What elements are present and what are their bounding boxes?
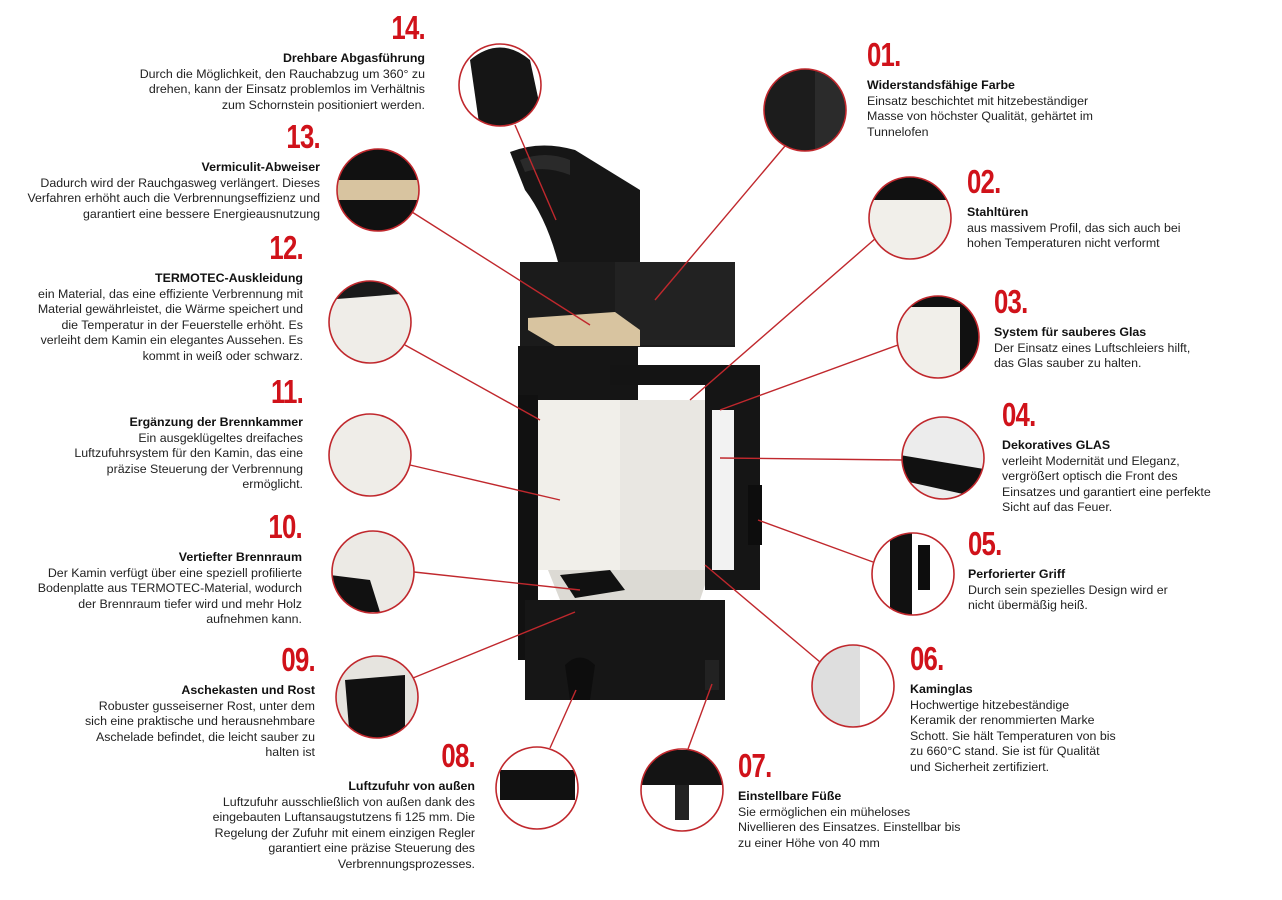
feature-13: 13. Vermiculit-Abweiser Dadurch wird der… <box>27 118 321 222</box>
feature-number: 07. <box>738 747 772 784</box>
feature-title: Luftzufuhr von außen <box>348 779 475 793</box>
feature-title: Vermiculit-Abweiser <box>201 160 320 174</box>
feature-number: 08. <box>441 737 476 774</box>
feature-04: 04. Dekoratives GLAS verleiht Modernität… <box>1002 396 1211 516</box>
feature-title: Perforierter Griff <box>968 567 1066 581</box>
feature-title: TERMOTEC-Auskleidung <box>155 271 303 285</box>
detail-clean-glass <box>897 296 979 378</box>
feature-description: Dadurch wird der Rauchgasweg verlängert.… <box>27 175 320 221</box>
feature-number: 09. <box>281 641 316 678</box>
detail-baffle <box>337 149 419 231</box>
feature-title: Drehbare Abgasführung <box>282 51 425 65</box>
ash-box <box>525 600 725 700</box>
feature-title: Aschekasten und Rost <box>181 683 315 697</box>
feature-description: aus massivem Profil, das sich auch bei h… <box>967 220 1181 251</box>
feature-number: 11. <box>270 373 304 410</box>
feature-number: 04. <box>1002 396 1036 433</box>
feature-number: 05. <box>968 525 1002 562</box>
feature-05: 05. Perforierter Griff Durch sein spezie… <box>968 525 1168 614</box>
feature-11: 11. Ergänzung der Brennkammer Ein ausgek… <box>74 373 304 493</box>
feature-03: 03. System für sauberes Glas Der Einsatz… <box>994 283 1191 372</box>
feature-07: 07. Einstellbare Füße Sie ermöglichen ei… <box>738 747 961 851</box>
feature-12: 12. TERMOTEC-Auskleidung ein Material, d… <box>37 229 304 365</box>
feature-number: 06. <box>910 640 944 677</box>
detail-handle <box>872 533 954 615</box>
feature-number: 12. <box>269 229 304 266</box>
handle <box>748 485 762 545</box>
foot <box>705 660 719 690</box>
fireplace-insert <box>510 145 762 700</box>
feature-description: Ein ausgeklügeltes dreifaches Luftzufuhr… <box>74 430 303 492</box>
feature-title: Einstellbare Füße <box>738 789 842 803</box>
detail-air-intake <box>496 747 578 829</box>
flue-pipe <box>510 145 640 270</box>
detail-feet <box>641 749 723 831</box>
feature-10: 10. Vertiefter Brennraum Der Kamin verfü… <box>37 508 303 628</box>
side-wall <box>518 395 538 660</box>
feature-number: 10. <box>268 508 303 545</box>
detail-flue <box>459 44 541 126</box>
feature-number: 13. <box>286 118 321 155</box>
detail-steel-door <box>869 177 951 259</box>
grate <box>560 570 625 598</box>
feature-description: Luftzufuhr ausschließlich von außen dank… <box>212 794 475 871</box>
feature-number: 03. <box>994 283 1028 320</box>
feature-description: ein Material, das eine effiziente Verbre… <box>37 286 303 363</box>
feature-description: Durch die Möglichkeit, den Rauchabzug um… <box>139 66 425 112</box>
feature-title: Kaminglas <box>910 682 973 696</box>
detail-chamber <box>329 414 411 496</box>
feature-01: 01. Widerstandsfähige Farbe Einsatz besc… <box>867 36 1093 140</box>
feature-description: Sie ermöglichen ein müheloses Nivelliere… <box>738 804 961 850</box>
feature-description: Der Kamin verfügt über eine speziell pro… <box>37 565 302 627</box>
feature-number: 14. <box>391 9 426 46</box>
feature-description: Robuster gusseiserner Rost, unter dem si… <box>84 698 315 760</box>
detail-grate <box>336 656 418 738</box>
detail-lining <box>329 281 411 363</box>
feature-title: Dekoratives GLAS <box>1002 438 1111 452</box>
feature-06: 06. Kaminglas Hochwertige hitzebeständig… <box>910 640 1116 776</box>
feature-description: Einsatz beschichtet mit hitzebeständiger… <box>867 93 1093 139</box>
feature-title: Ergänzung der Brennkammer <box>129 415 303 429</box>
detail-decorative-glass <box>902 417 984 499</box>
feature-description: Der Einsatz eines Luftschleiers hilft, d… <box>994 340 1191 371</box>
feature-08: 08. Luftzufuhr von außen Luftzufuhr auss… <box>212 737 476 873</box>
feature-14: 14. Drehbare Abgasführung Durch die Mögl… <box>139 9 426 113</box>
feature-title: Vertiefter Brennraum <box>178 550 302 564</box>
connector-lines <box>404 124 903 750</box>
detail-circles <box>328 43 985 832</box>
feature-09: 09. Aschekasten und Rost Robuster gussei… <box>84 641 316 761</box>
feature-description: Hochwertige hitzebeständige Keramik der … <box>910 697 1116 774</box>
feature-description: Durch sein spezielles Design wird er nic… <box>968 582 1168 613</box>
feature-title: Stahltüren <box>967 205 1029 219</box>
feature-number: 02. <box>967 163 1001 200</box>
feature-description: verleiht Modernität und Eleganz, vergröß… <box>1002 453 1211 515</box>
feature-number: 01. <box>867 36 901 73</box>
feature-title: Widerstandsfähige Farbe <box>867 78 1015 92</box>
feature-02: 02. Stahltüren aus massivem Profil, das … <box>967 163 1181 252</box>
vermiculite-baffle <box>528 312 640 346</box>
detail-paint <box>764 69 846 151</box>
feature-title: System für sauberes Glas <box>994 325 1147 339</box>
